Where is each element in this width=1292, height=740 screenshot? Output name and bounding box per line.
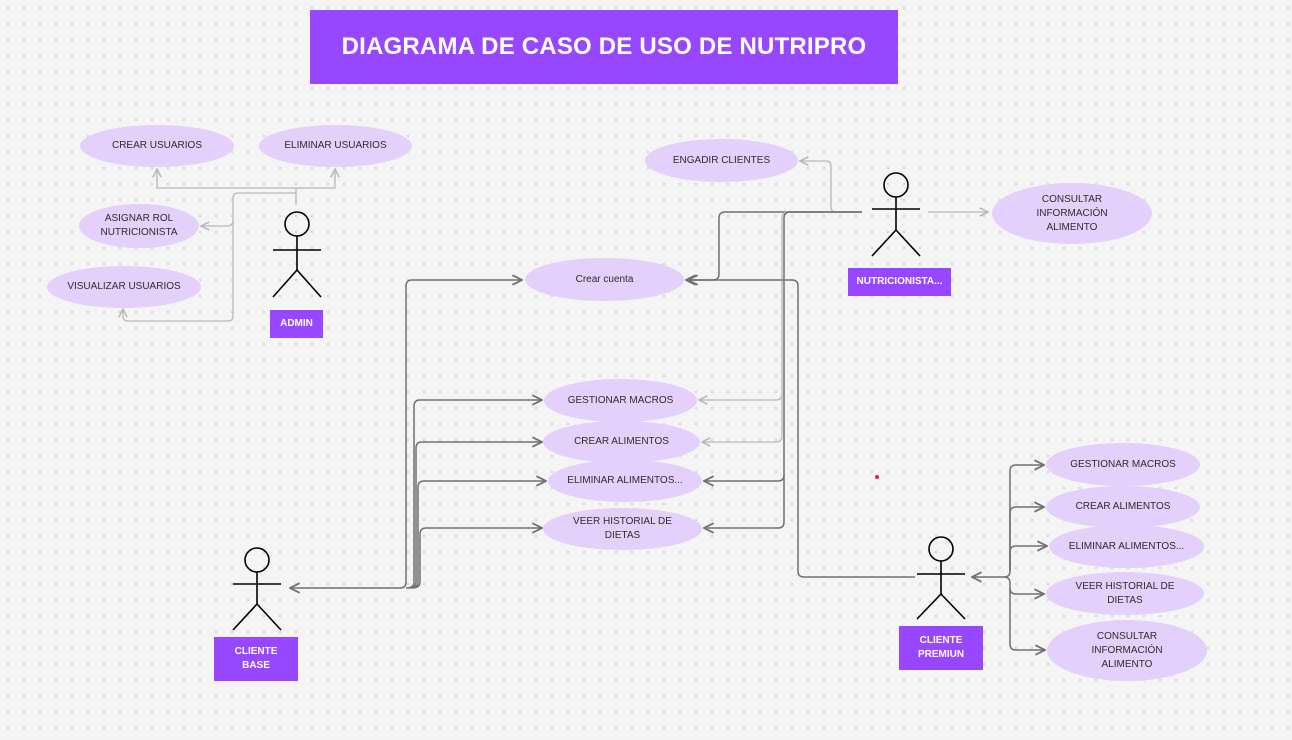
connector-nutri-eliminar-alimentos: [704, 211, 862, 481]
connector-nutri-veer-historial: [704, 475, 785, 528]
connector-base-gestionar-macros: [405, 400, 542, 589]
cliente-premium-connectors: [972, 465, 1047, 650]
usecase-premium-gestionar-macros[interactable]: GESTIONAR MACROS: [1046, 443, 1200, 486]
usecase-premium-eliminar-alimentos[interactable]: ELIMINAR ALIMENTOS...: [1049, 525, 1204, 568]
connector-premium-crear-alimentos: [1009, 507, 1044, 571]
usecase-veer-historial-dietas[interactable]: VEER HISTORIAL DE DIETAS: [543, 508, 702, 550]
usecase-asignar-rol-nutricionista[interactable]: ASIGNAR ROL NUTRICIONISTA: [79, 204, 199, 248]
usecase-premium-consultar-informacion-alimento[interactable]: CONSULTAR INFORMACIÓN ALIMENTO: [1047, 620, 1207, 681]
usecase-engadir-clientes[interactable]: ENGADIR CLIENTES: [645, 139, 798, 182]
connector-admin-eliminar-usuarios: [296, 169, 335, 189]
connector-admin-asignar-rol: [201, 192, 296, 226]
connector-premium-consultar-info: [1009, 588, 1045, 650]
connector-base-crear-cuenta: [290, 280, 522, 588]
actor-label-cliente-base[interactable]: CLIENTE BASE: [214, 637, 298, 681]
connector-nutri-gestionar-macros: [699, 211, 862, 400]
connector-nutri-crear-alimentos: [702, 394, 783, 442]
connector-admin-visualizar-usuarios: [123, 220, 234, 322]
nutricionista-stick-figure: [871, 172, 921, 257]
usecase-crear-usuarios[interactable]: CREAR USUARIOS: [80, 125, 234, 167]
usecase-visualizar-usuarios[interactable]: VISUALIZAR USUARIOS: [47, 266, 201, 308]
connector-nutri-engadir-clientes: [800, 161, 862, 213]
connector-base-crear-alimentos: [407, 442, 542, 589]
usecase-premium-crear-alimentos[interactable]: CREAR ALIMENTOS: [1046, 486, 1200, 528]
usecase-crear-cuenta[interactable]: Crear cuenta: [525, 258, 684, 301]
cliente-premium-stick-figure: [916, 536, 966, 620]
admin-stick-figure: [272, 211, 322, 298]
usecase-gestionar-macros[interactable]: GESTIONAR MACROS: [544, 379, 697, 422]
connector-base-veer-historial: [411, 528, 542, 589]
connector-premium-crear-cuenta: [688, 280, 915, 578]
diagram-title: DIAGRAMA DE CASO DE USO DE NUTRIPRO: [310, 10, 898, 84]
connector-premium-gestionar-macros: [972, 465, 1044, 577]
usecase-eliminar-usuarios[interactable]: ELIMINAR USUARIOS: [259, 125, 412, 167]
usecase-premium-veer-historial-dietas[interactable]: VEER HISTORIAL DE DIETAS: [1046, 572, 1204, 615]
connector-premium-eliminar-alimentos: [1009, 546, 1047, 571]
actor-label-nutricionista[interactable]: NUTRICIONISTA...: [848, 268, 951, 296]
usecase-crear-alimentos[interactable]: CREAR ALIMENTOS: [543, 421, 700, 463]
usecase-consultar-informacion-alimento-nutri[interactable]: CONSULTAR INFORMACIÓN ALIMENTO: [992, 183, 1152, 244]
cursor-dot: [875, 475, 879, 479]
cliente-base-stick-figure: [232, 547, 282, 631]
connector-nutri-crear-cuenta: [686, 211, 862, 280]
nutricionista-connectors: [686, 161, 988, 528]
usecase-eliminar-alimentos[interactable]: ELIMINAR ALIMENTOS...: [548, 460, 702, 502]
connector-admin-crear-usuarios: [157, 169, 297, 205]
actor-label-admin[interactable]: ADMIN: [270, 310, 323, 338]
actor-label-cliente-premium[interactable]: CLIENTE PREMIUN: [899, 626, 983, 670]
cliente-base-connectors: [290, 280, 546, 588]
admin-connectors: [123, 169, 335, 322]
connector-base-eliminar-alimentos: [409, 481, 546, 589]
